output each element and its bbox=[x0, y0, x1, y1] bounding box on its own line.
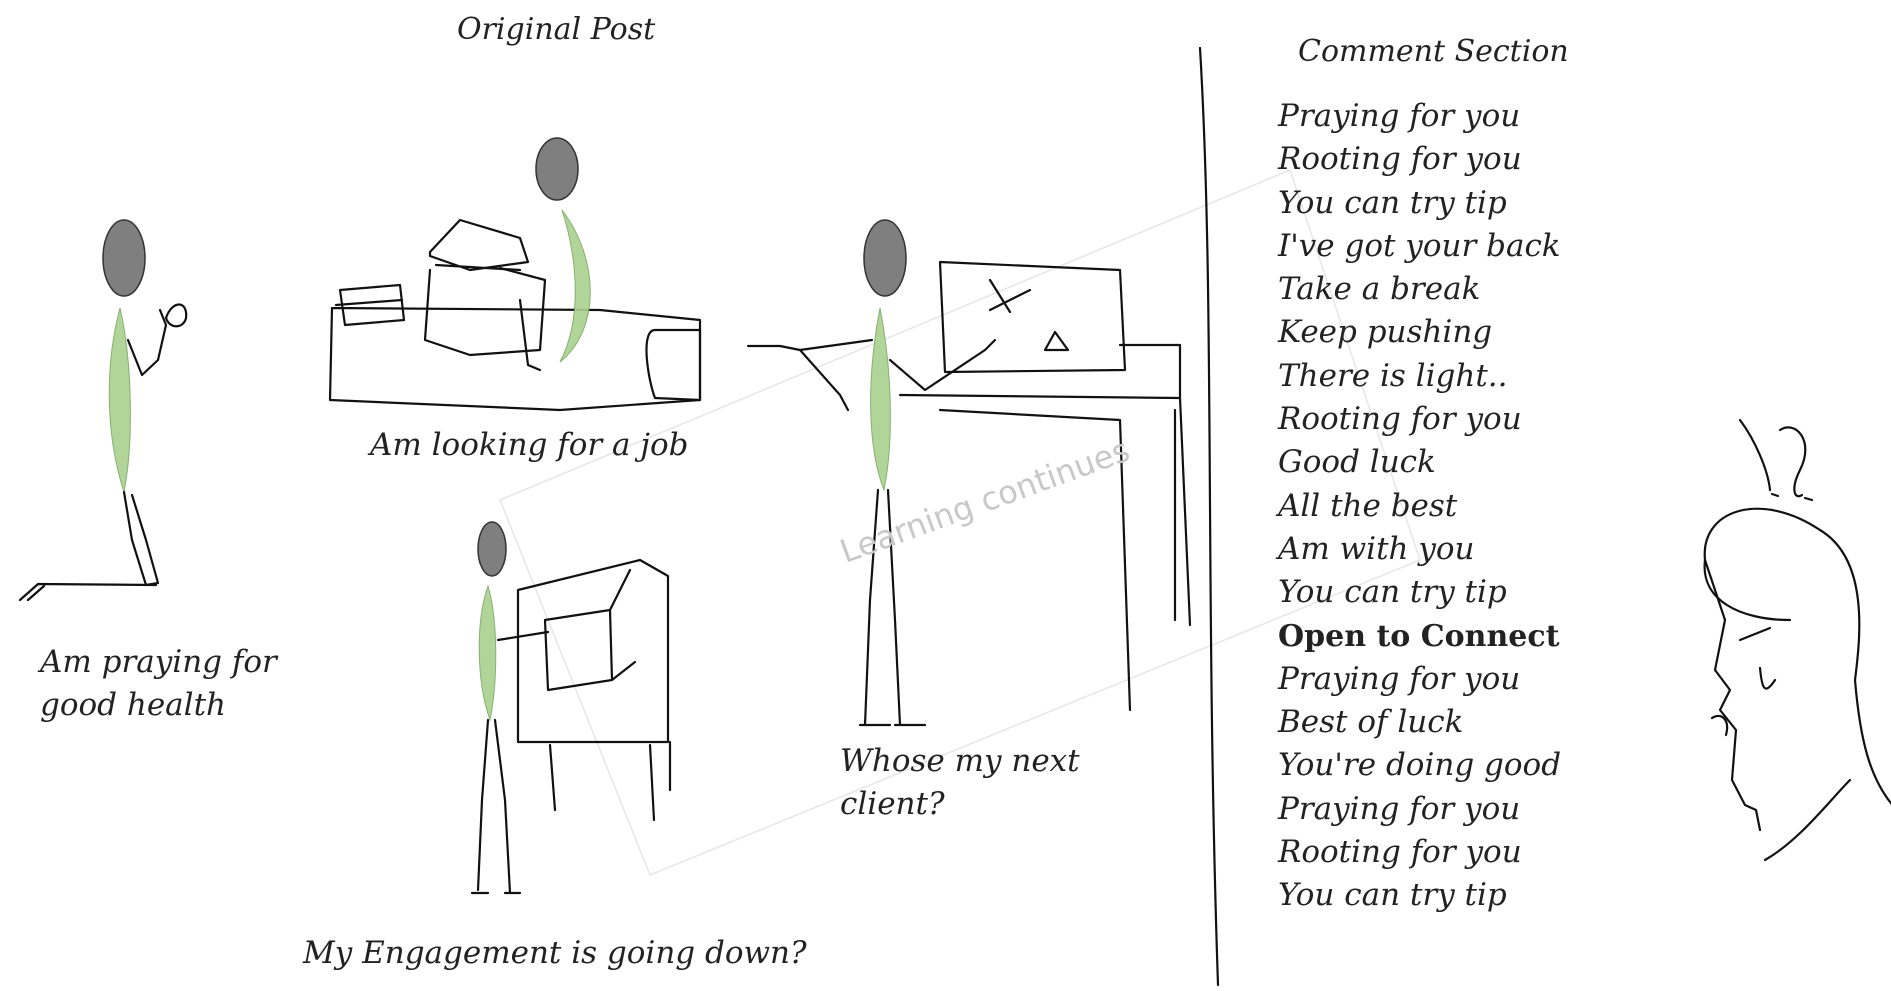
comment-item: Best of luck bbox=[1278, 704, 1464, 741]
comment-item: You can try tip bbox=[1278, 184, 1507, 221]
comment-item: Praying for you bbox=[1278, 790, 1521, 827]
praying-caption-line2: good health bbox=[40, 687, 226, 723]
client-figure-head bbox=[863, 219, 907, 297]
comment-item: Rooting for you bbox=[1278, 401, 1522, 438]
client-figure-body bbox=[870, 307, 891, 492]
original-post-heading: Original Post bbox=[457, 12, 656, 47]
praying-figure-head bbox=[102, 219, 146, 297]
presenter-figure bbox=[470, 521, 672, 895]
comment-item: All the best bbox=[1278, 487, 1458, 524]
presenter-figure-body bbox=[478, 584, 497, 722]
comment-item: Good luck bbox=[1278, 444, 1436, 481]
comment-item: Rooting for you bbox=[1278, 141, 1522, 178]
client-caption-line2: client? bbox=[840, 786, 945, 822]
comment-section-heading: Comment Section bbox=[1298, 34, 1569, 69]
praying-figure bbox=[18, 219, 188, 602]
job-caption: Am looking for a job bbox=[370, 427, 689, 463]
praying-figure-body bbox=[108, 307, 131, 493]
client-caption-line1: Whose my next bbox=[840, 743, 1080, 779]
section-divider bbox=[1198, 46, 1220, 987]
job-seeker-head bbox=[535, 137, 579, 201]
job-seeker-figure bbox=[328, 137, 702, 412]
presenter-figure-head bbox=[477, 521, 507, 577]
comment-highlighted: Open to Connect bbox=[1278, 618, 1560, 654]
watermark-frame bbox=[499, 168, 1421, 876]
comment-item: Take a break bbox=[1278, 271, 1481, 308]
job-seeker-body bbox=[559, 209, 591, 363]
client-figure bbox=[746, 219, 1192, 727]
comment-item: Praying for you bbox=[1278, 660, 1521, 697]
praying-caption-line1: Am praying for bbox=[40, 644, 277, 680]
engagement-caption: My Engagement is going down? bbox=[303, 935, 807, 971]
comment-item: Rooting for you bbox=[1278, 834, 1522, 871]
comment-item: You can try tip bbox=[1278, 877, 1507, 914]
comment-item: You can try tip bbox=[1278, 574, 1507, 611]
comment-item: You're doing good bbox=[1278, 747, 1562, 784]
confused-face bbox=[1703, 418, 1891, 862]
comment-item: I've got your back bbox=[1278, 227, 1561, 264]
comment-item: Keep pushing bbox=[1278, 314, 1493, 351]
comment-item: There is light.. bbox=[1278, 357, 1508, 394]
comment-item: Am with you bbox=[1278, 530, 1475, 567]
comment-item: Praying for you bbox=[1278, 98, 1521, 134]
